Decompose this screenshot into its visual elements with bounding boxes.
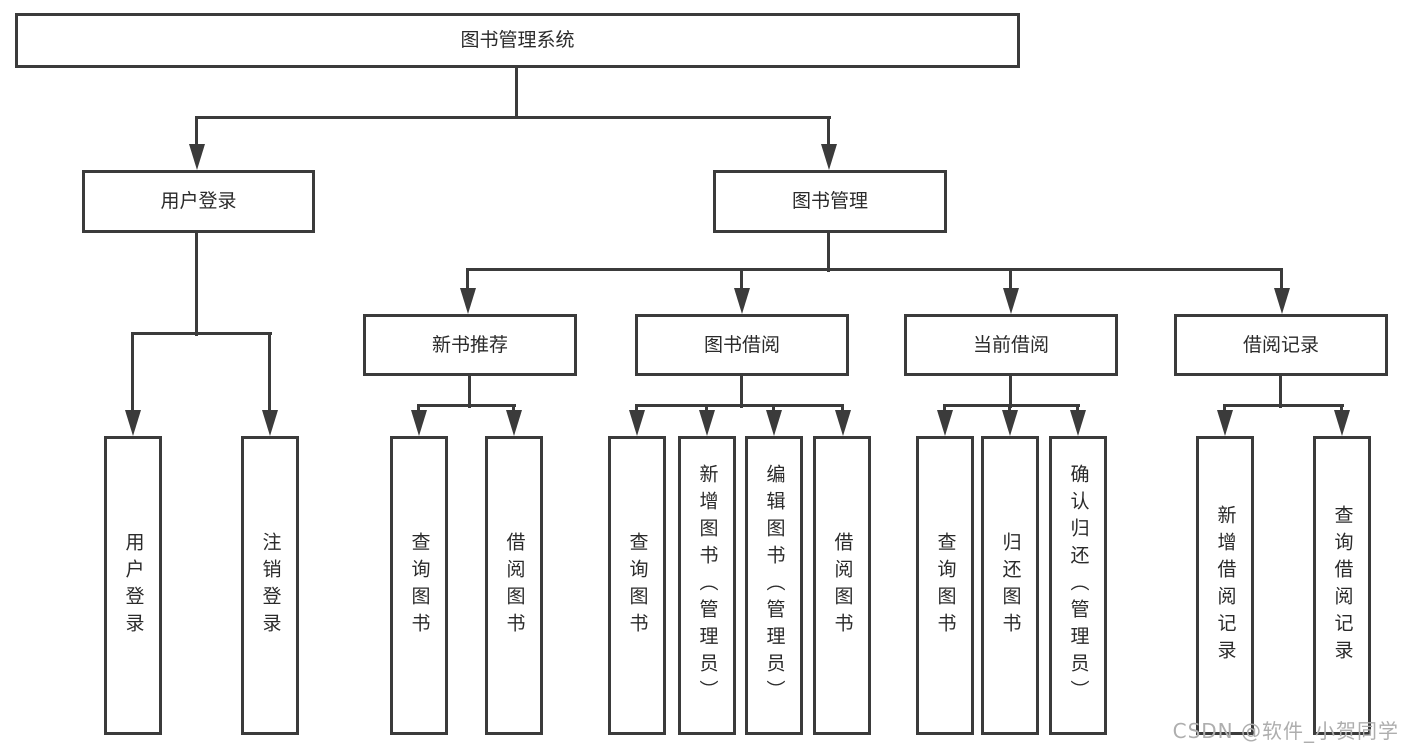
connector-bookmgmt-shaft-1 [466,268,469,294]
node-new-books: 新书推荐 [363,314,577,376]
connector-bookborrow-trunk [740,376,743,408]
arrowhead-book-borrow [734,288,750,314]
node-leaf-nb-borrow-label: 借阅图书 [503,531,526,640]
node-user-login-group-label: 用户登录 [160,190,237,213]
arrowhead-user-login-group [189,144,205,170]
connector-userlogin-shaft-1 [131,332,134,414]
connector-currentborrow-trunk [1009,376,1012,408]
node-leaf-bb-borrow-label: 借阅图书 [831,531,854,640]
arrowhead-leaf-br-query [1334,410,1350,436]
node-leaf-cb-return: 归还图书 [981,436,1039,735]
arrowhead-leaf-bb-query [629,410,645,436]
node-leaf-bb-borrow: 借阅图书 [813,436,871,735]
node-leaf-user-login: 用户登录 [104,436,162,735]
node-leaf-nb-query: 查询图书 [390,436,448,735]
arrowhead-leaf-cb-return [1002,410,1018,436]
connector-root-trunk [515,68,518,119]
node-library-system-label: 图书管理系统 [460,29,575,52]
node-book-borrow: 图书借阅 [635,314,849,376]
connector-borrowrecords-bar [1223,404,1344,407]
connector-currentborrow-bar [943,404,1080,407]
node-leaf-bb-add-label: 新增图书（管理员） [696,464,719,707]
connector-newbooks-trunk [468,376,471,408]
connector-root-bar [195,116,831,119]
arrowhead-leaf-nb-query [411,410,427,436]
arrowhead-current-borrow [1003,288,1019,314]
node-leaf-user-login-label: 用户登录 [122,531,145,640]
csdn-watermark: CSDN @软件_小贺同学 [1172,719,1399,743]
node-library-system: 图书管理系统 [15,13,1020,68]
connector-bookmgmt-shaft-3 [1009,268,1012,294]
node-leaf-br-query-label: 查询借阅记录 [1331,504,1354,667]
node-leaf-nb-query-label: 查询图书 [408,531,431,640]
connector-userlogin-trunk [195,233,198,336]
arrowhead-leaf-bb-borrow [835,410,851,436]
connector-bookmgmt-trunk [827,233,830,272]
node-new-books-label: 新书推荐 [431,333,508,356]
connector-bookmgmt-bar [466,268,1283,271]
arrowhead-leaf-logout [262,410,278,436]
node-leaf-br-add-label: 新增借阅记录 [1214,504,1237,667]
connector-userlogin-shaft-2 [268,332,271,414]
node-leaf-nb-borrow: 借阅图书 [485,436,543,735]
node-current-borrow: 当前借阅 [904,314,1118,376]
node-leaf-bb-edit-label: 编辑图书（管理员） [763,464,786,707]
arrowhead-new-books [460,288,476,314]
node-leaf-bb-query-label: 查询图书 [626,531,649,640]
connector-root-left-shaft [195,116,198,148]
arrowhead-leaf-nb-borrow [506,410,522,436]
node-leaf-cb-query-label: 查询图书 [934,531,957,640]
arrowhead-book-mgmt [821,144,837,170]
connector-borrowrecords-trunk [1279,376,1282,408]
node-leaf-logout-label: 注销登录 [259,531,282,640]
node-leaf-br-query: 查询借阅记录 [1313,436,1371,735]
connector-bookborrow-bar [635,404,844,407]
node-user-login-group: 用户登录 [82,170,315,233]
node-leaf-bb-query: 查询图书 [608,436,666,735]
node-borrow-records: 借阅记录 [1174,314,1388,376]
connector-newbooks-bar [417,404,516,407]
connector-bookmgmt-shaft-4 [1280,268,1283,294]
node-leaf-logout: 注销登录 [241,436,299,735]
arrowhead-borrow-records [1274,288,1290,314]
connector-bookmgmt-shaft-2 [740,268,743,294]
arrowhead-leaf-br-add [1217,410,1233,436]
arrowhead-leaf-user-login [125,410,141,436]
node-leaf-bb-add: 新增图书（管理员） [678,436,736,735]
node-book-mgmt: 图书管理 [713,170,947,233]
node-current-borrow-label: 当前借阅 [972,333,1049,356]
arrowhead-leaf-bb-edit [766,410,782,436]
node-leaf-cb-confirm: 确认归还（管理员） [1049,436,1107,735]
node-borrow-records-label: 借阅记录 [1242,333,1319,356]
node-leaf-cb-query: 查询图书 [916,436,974,735]
connector-userlogin-bar [131,332,272,335]
node-book-mgmt-label: 图书管理 [791,190,868,213]
arrowhead-leaf-bb-add [699,410,715,436]
arrowhead-leaf-cb-confirm [1070,410,1086,436]
node-leaf-br-add: 新增借阅记录 [1196,436,1254,735]
node-leaf-bb-edit: 编辑图书（管理员） [745,436,803,735]
node-book-borrow-label: 图书借阅 [703,333,780,356]
connector-root-right-shaft [827,116,830,148]
arrowhead-leaf-cb-query [937,410,953,436]
node-leaf-cb-return-label: 归还图书 [999,531,1022,640]
node-leaf-cb-confirm-label: 确认归还（管理员） [1067,464,1090,707]
